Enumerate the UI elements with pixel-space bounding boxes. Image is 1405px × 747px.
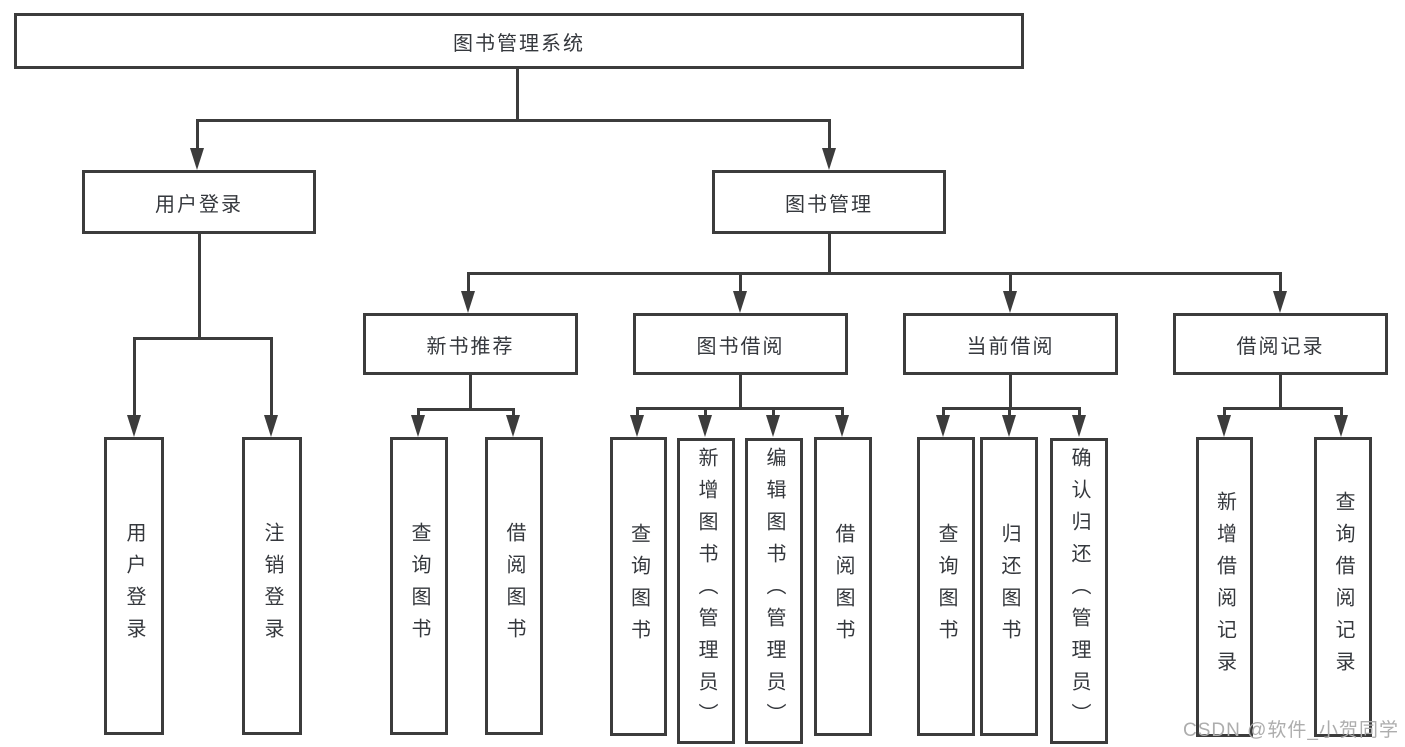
arrowhead-icon [1072, 415, 1086, 437]
connector-line [196, 119, 831, 122]
leaf-return-book: 归还图书 [980, 437, 1038, 736]
connector-line [417, 408, 515, 411]
arrowhead-icon [506, 415, 520, 437]
leaf-user-login: 用户登录 [104, 437, 164, 735]
leaf-query-books-recommend: 查询图书 [390, 437, 448, 735]
node-borrow-records: 借阅记录 [1173, 313, 1388, 375]
connector-line [636, 407, 844, 410]
arrowhead-icon [1002, 415, 1016, 437]
node-library-system: 图书管理系统 [14, 13, 1024, 69]
connector-line [196, 119, 199, 149]
leaf-borrow-books-borrow: 借阅图书 [814, 437, 872, 736]
connector-line [133, 337, 136, 415]
arrowhead-icon [822, 148, 836, 170]
connector-line [739, 272, 742, 292]
arrowhead-icon [264, 415, 278, 437]
connector-line [636, 407, 639, 416]
leaf-edit-book-admin: 编辑图书（管理员） [745, 438, 803, 744]
node-new-book-recommend: 新书推荐 [363, 313, 578, 375]
arrowhead-icon [733, 291, 747, 313]
node-user-login: 用户登录 [82, 170, 316, 234]
connector-line [469, 375, 472, 408]
arrowhead-icon [698, 415, 712, 437]
connector-line [739, 375, 742, 407]
connector-line [198, 233, 201, 337]
arrowhead-icon [1334, 415, 1348, 437]
connector-line [467, 272, 470, 292]
connector-line [270, 337, 273, 415]
connector-line [1223, 407, 1343, 410]
connector-line [1279, 375, 1282, 407]
arrowhead-icon [461, 291, 475, 313]
arrowhead-icon [411, 415, 425, 437]
connector-line [841, 407, 844, 416]
leaf-query-borrow-record: 查询借阅记录 [1314, 437, 1372, 737]
connector-line [828, 233, 831, 273]
arrowhead-icon [1003, 291, 1017, 313]
connector-line [1009, 375, 1012, 407]
leaf-logout: 注销登录 [242, 437, 302, 735]
connector-line [1009, 272, 1012, 292]
leaf-borrow-books-recommend: 借阅图书 [485, 437, 543, 735]
connector-line [133, 337, 273, 340]
leaf-query-books-current: 查询图书 [917, 437, 975, 736]
connector-line [417, 408, 420, 416]
connector-line [516, 68, 519, 121]
connector-line [1279, 272, 1282, 292]
arrowhead-icon [190, 148, 204, 170]
arrowhead-icon [127, 415, 141, 437]
connector-line [942, 407, 945, 416]
arrowhead-icon [766, 415, 780, 437]
arrowhead-icon [1273, 291, 1287, 313]
connector-line [704, 407, 707, 416]
connector-line [1340, 407, 1343, 416]
arrowhead-icon [630, 415, 644, 437]
leaf-query-books-borrow: 查询图书 [610, 437, 667, 736]
arrowhead-icon [835, 415, 849, 437]
node-book-borrow: 图书借阅 [633, 313, 848, 375]
arrowhead-icon [936, 415, 950, 437]
leaf-confirm-return-admin: 确认归还（管理员） [1050, 438, 1108, 744]
node-book-management: 图书管理 [712, 170, 946, 234]
connector-line [828, 119, 831, 149]
connector-line [512, 408, 515, 416]
connector-line [772, 407, 775, 416]
arrowhead-icon [1217, 415, 1231, 437]
connector-line [1008, 407, 1011, 416]
node-current-borrow: 当前借阅 [903, 313, 1118, 375]
leaf-add-book-admin: 新增图书（管理员） [677, 438, 735, 744]
connector-line [1223, 407, 1226, 416]
connector-line [1078, 407, 1081, 416]
watermark: CSDN @软件_小贺同学 [1183, 720, 1399, 741]
connector-line [942, 407, 1081, 410]
leaf-add-borrow-record: 新增借阅记录 [1196, 437, 1253, 737]
connector-line [467, 272, 1282, 275]
